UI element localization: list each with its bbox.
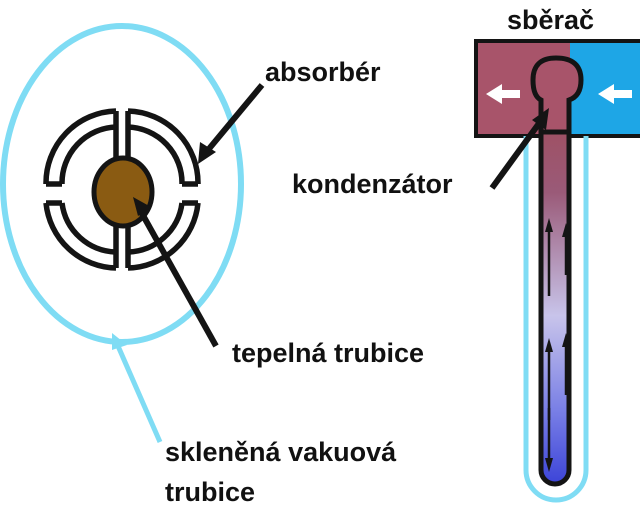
collector-flow-arrow-right xyxy=(598,84,632,104)
condenser-label: kondenzátor xyxy=(292,169,453,199)
glass-tube-side-view xyxy=(523,136,589,503)
collector-label: sběrač xyxy=(507,5,594,35)
collector-flow-arrow-left xyxy=(486,84,520,104)
heat-pipe-pointer-arrowhead xyxy=(133,197,151,216)
pipe-flow-arrows xyxy=(545,218,570,472)
condenser-pointer-arrowhead xyxy=(532,108,549,130)
glass-tube-label-line2: trubice xyxy=(165,477,255,507)
heat-pipe-label: tepelná trubice xyxy=(232,338,424,368)
glass-tube-pointer-arrow xyxy=(115,344,163,444)
glass-tube-label-line1: skleněná vakuová xyxy=(165,437,397,467)
absorber-pointer-arrow xyxy=(205,83,265,152)
heat-pipe-pointer-arrow xyxy=(137,208,219,348)
heat-pipe-side-view xyxy=(538,107,572,487)
absorber-label: absorbér xyxy=(265,57,381,87)
glass-tube-pointer-arrowhead xyxy=(112,333,127,350)
absorber-pointer-arrowhead xyxy=(198,142,216,164)
absorber-fins xyxy=(43,108,201,271)
condenser-pointer-arrow xyxy=(489,120,543,190)
